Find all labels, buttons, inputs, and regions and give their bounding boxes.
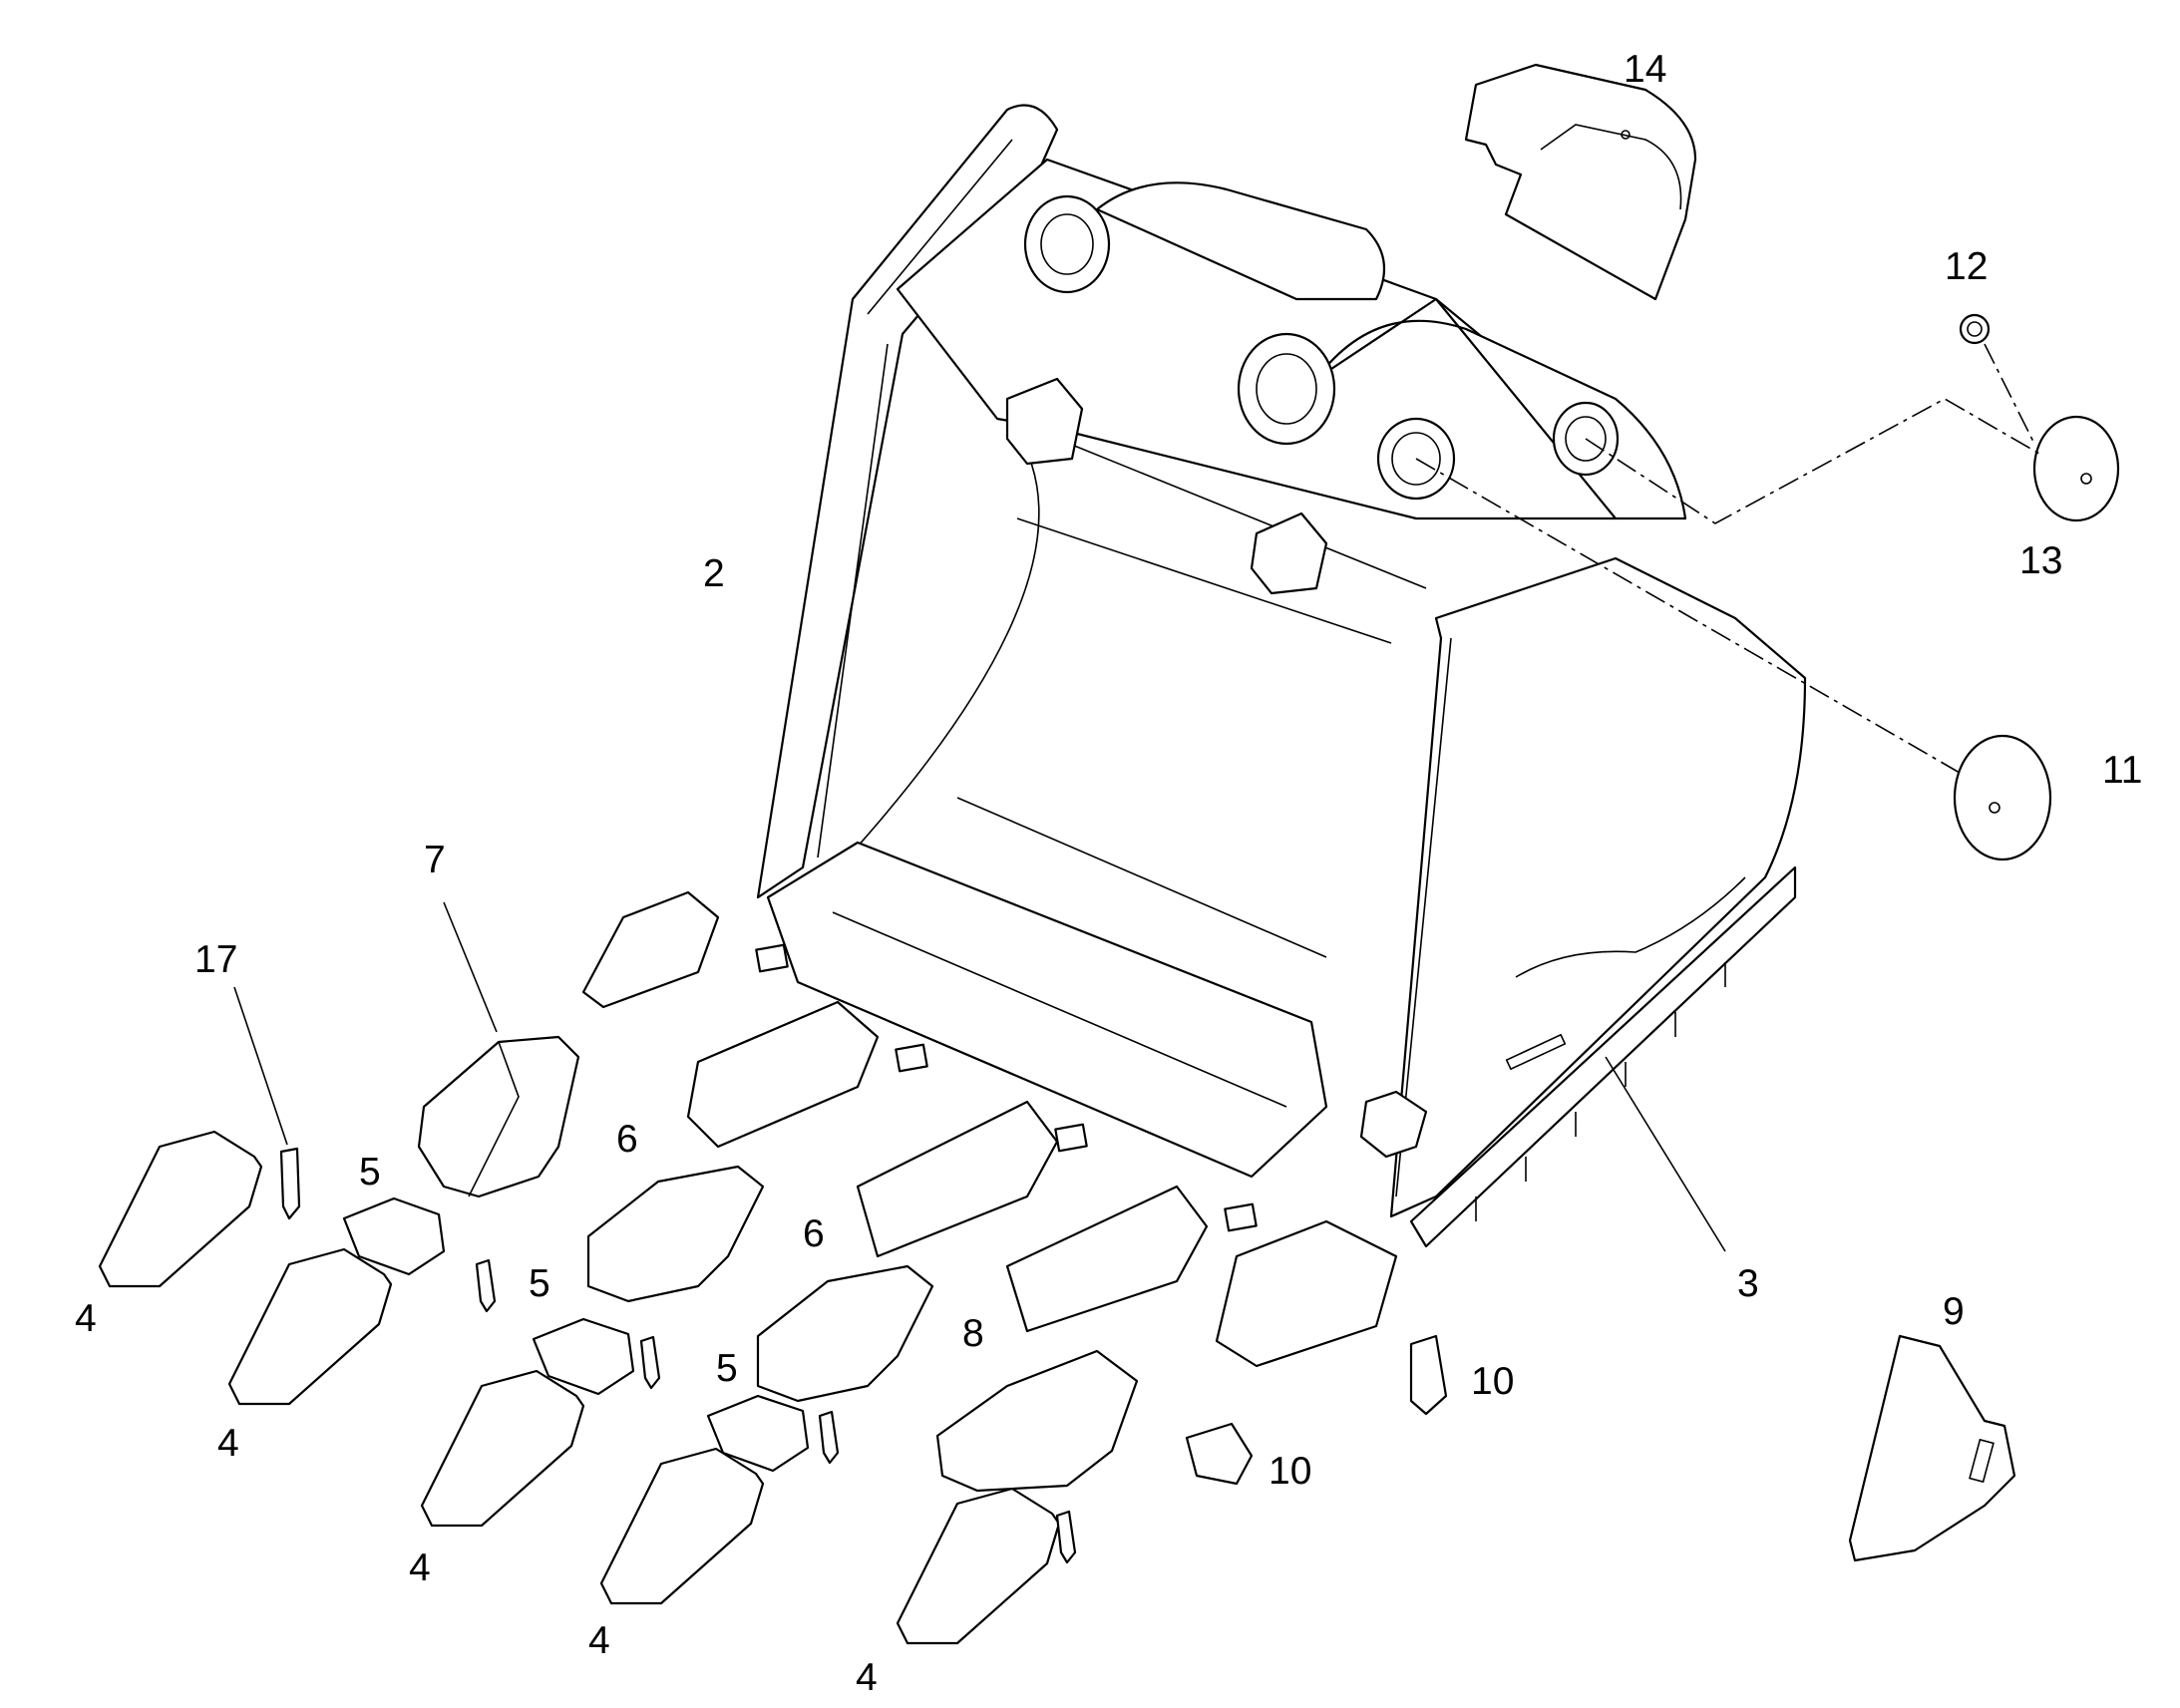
part-5-lock [342,1196,810,1473]
label-4e: 4 [856,1656,878,1699]
part-13-cover-plate [2032,415,2120,522]
label-9: 9 [1943,1290,1965,1333]
label-13: 13 [2019,539,2062,582]
leader-lines [233,901,1726,1252]
part-9-side-cutter [1848,1334,2016,1562]
part-8-adapter [935,1349,1139,1493]
assembly-line-13 [1585,398,2040,524]
part-4-tooth [98,1130,1061,1645]
label-14: 14 [1624,48,1666,91]
assembly-line-11 [1415,458,1961,774]
label-4d: 4 [588,1619,610,1662]
label-4a: 4 [75,1297,97,1340]
label-10b: 10 [1269,1450,1311,1493]
label-7: 7 [424,839,446,881]
bucket-body [581,104,1807,1368]
label-17: 17 [194,938,237,981]
label-5c: 5 [716,1347,738,1390]
locking-pins [475,1258,1077,1564]
front-lip-adapters [686,943,1258,1333]
label-6a: 6 [616,1118,638,1161]
label-4b: 4 [217,1422,239,1465]
part-10-pin [1185,1334,1448,1486]
label-3: 3 [1737,1262,1759,1305]
label-2: 2 [703,552,725,595]
part-14-guard-plate [1464,63,1697,301]
label-11: 11 [2102,749,2143,792]
label-8: 8 [962,1312,984,1355]
part-7-adapter [417,1035,580,1198]
part-12-plug [1959,313,1991,345]
callout-labels: 14 12 13 2 11 7 17 5 6 6 3 9 4 5 5 8 10 … [75,48,2143,1699]
part-6-adapter [586,1165,934,1403]
assembly-line-12 [1984,343,2035,445]
label-10a: 10 [1471,1360,1514,1403]
part-17-pin [279,1147,301,1220]
label-5a: 5 [359,1151,381,1194]
part-11-cover-plate [1953,734,2052,861]
label-5b: 5 [529,1262,550,1305]
label-4c: 4 [409,1546,431,1589]
label-6b: 6 [803,1212,825,1255]
label-12: 12 [1945,245,1988,288]
